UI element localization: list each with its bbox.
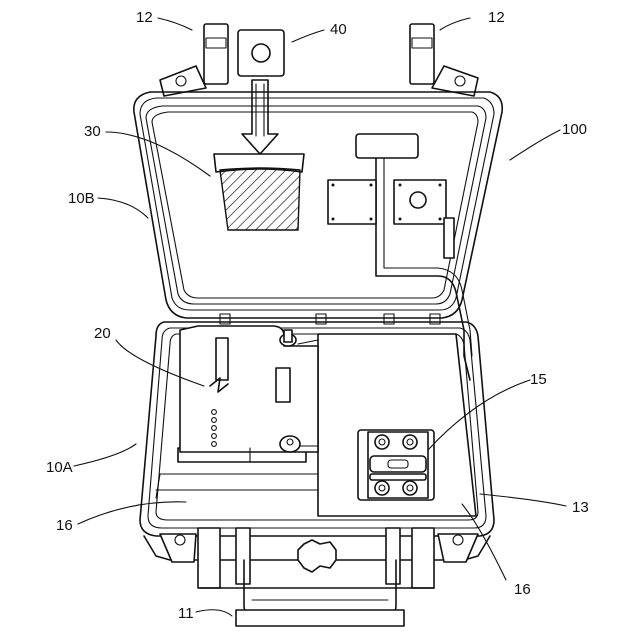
label-base: 10A [46,459,73,476]
label-device: 20 [94,325,111,342]
label-case: 100 [562,121,587,138]
connector-block [358,430,434,500]
label-panel: 13 [572,499,589,516]
label-connector: 15 [530,371,547,388]
device-unit [178,326,318,462]
label-handle: 11 [178,605,194,622]
label-latch-right: 12 [488,9,505,26]
label-latch-left: 12 [136,9,153,26]
tag-40 [238,30,284,76]
label-pocket: 30 [84,123,101,140]
document-pocket [214,154,304,230]
label-foam-right: 16 [514,581,531,598]
label-lid: 10B [68,190,95,207]
label-foam-left: 16 [56,517,73,534]
leader-lines [74,18,566,616]
insert-arrow [242,80,278,154]
carry-handle [236,560,404,626]
lid-shell [134,24,502,318]
label-sticker: 40 [330,21,347,38]
